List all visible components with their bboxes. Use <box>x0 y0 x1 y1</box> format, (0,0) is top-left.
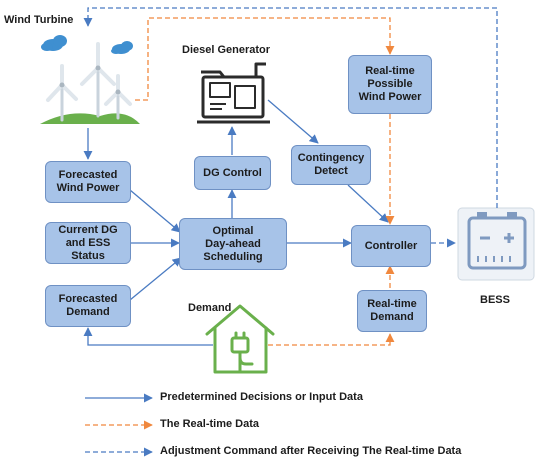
dg-control-box: DG Control <box>194 156 271 190</box>
arrow-wind-to-realtime-wind <box>135 17 395 101</box>
demand-label: Demand <box>188 302 232 314</box>
diesel-generator-icon <box>197 62 270 124</box>
arrow-contingency-to-controller <box>347 184 389 223</box>
wind-turbine-label: Wind Turbine <box>4 14 74 26</box>
legend-item-adjustment-command: Adjustment Command after Receiving The R… <box>160 445 462 457</box>
legend-item-realtime-data: The Real-time Data <box>160 418 260 430</box>
controller-box: Controller <box>351 225 431 267</box>
realtime-wind-power-box: Real-time Possible Wind Power <box>348 55 432 114</box>
arrow-demand-to-realtime-demand <box>268 333 395 346</box>
forecasted-demand-box: Forecasted Demand <box>45 285 131 327</box>
cloud-icon <box>111 41 133 54</box>
arrow-forecast-wind-to-scheduling <box>129 189 181 233</box>
diesel-generator-label: Diesel Generator <box>182 44 271 56</box>
optimal-scheduling-box: Optimal Day-ahead Scheduling <box>179 218 287 270</box>
forecasted-wind-power-box: Forecasted Wind Power <box>45 161 131 203</box>
wind-turbine-icon <box>40 35 140 124</box>
battery-icon <box>457 207 535 281</box>
arrow-forecast-demand-to-scheduling <box>129 257 182 301</box>
bess-label: BESS <box>480 294 510 306</box>
contingency-detect-box: Contingency Detect <box>291 145 371 185</box>
current-dg-ess-status-box: Current DG and ESS Status <box>45 222 131 264</box>
legend-item-predetermined: Predetermined Decisions or Input Data <box>160 391 363 403</box>
cloud-icon <box>41 35 67 51</box>
realtime-demand-box: Real-time Demand <box>357 290 427 332</box>
arrow-demand-to-forecast-demand <box>83 327 213 346</box>
arrow-generator-to-contingency <box>267 99 319 144</box>
house-plug-icon <box>205 304 275 374</box>
arrow-bess-to-wind-turbine <box>83 7 498 208</box>
